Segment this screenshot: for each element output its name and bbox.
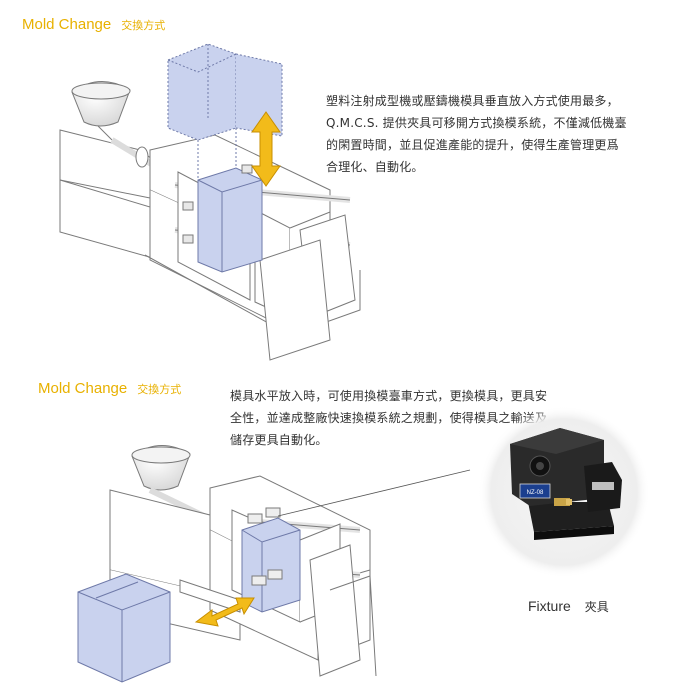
double-arrow-diagonal-icon <box>194 597 255 627</box>
machine-vertical-illustration <box>59 43 361 361</box>
fixture-plate-label: NZ-08 <box>527 490 544 496</box>
section1-title-zh: 交換方式 <box>121 19 166 32</box>
fixture-photo: NZ-08 <box>478 406 650 578</box>
fixture-caption-en: Fixture <box>528 598 571 614</box>
section1-heading: Mold Change 交換方式 <box>22 14 165 33</box>
section2-title-zh: 交換方式 <box>137 383 182 396</box>
callout-line <box>277 469 471 517</box>
double-arrow-vertical-icon <box>251 111 281 187</box>
section2-title-en: Mold Change <box>38 380 128 397</box>
section1-paragraph: 塑料注射成型機或壓鑄機模具垂直放入方式使用最多，Q.M.C.S. 提供夾具可移開… <box>326 94 627 174</box>
machine-horizontal-illustration <box>77 445 377 683</box>
hopper-icon <box>71 81 131 141</box>
section2-heading: Mold Change 交換方式 <box>38 378 181 397</box>
fixture-caption: Fixture 夾具 <box>528 596 609 615</box>
hopper-icon <box>131 445 191 491</box>
section1-title-en: Mold Change <box>22 16 112 33</box>
fixture-caption-zh: 夾具 <box>584 600 609 614</box>
section2-paragraph: 模具水平放入時，可使用換模臺車方式，更換模具，更具安全性，並達成整廠快速換模系統… <box>230 389 548 447</box>
